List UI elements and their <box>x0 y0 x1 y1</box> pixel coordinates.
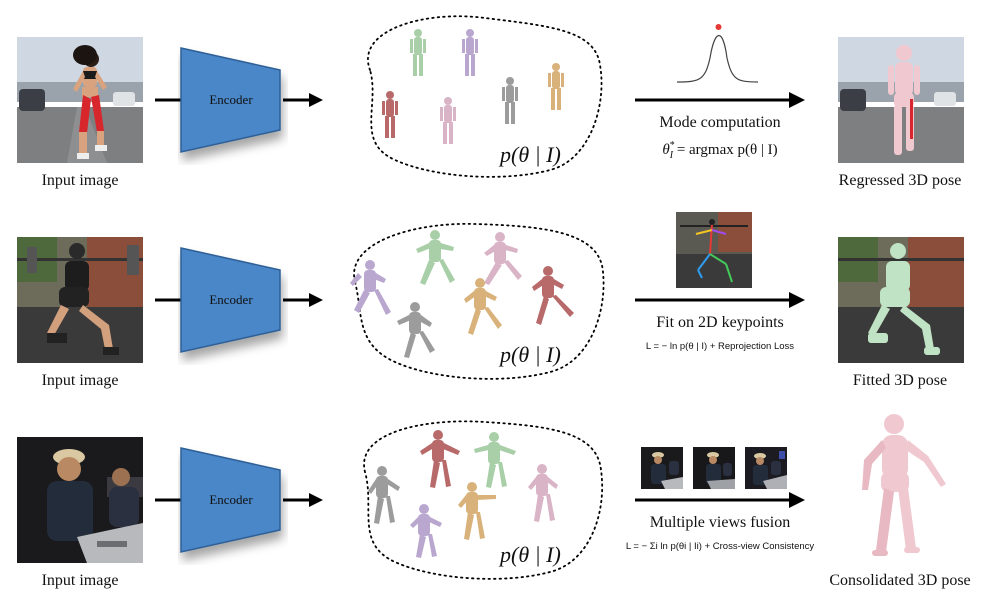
encoder-label: Encoder <box>209 492 253 507</box>
arrow-encoder-dist <box>283 293 323 307</box>
distribution-label: p(θ | I) <box>500 142 561 167</box>
pose-distribution-blob <box>363 420 603 580</box>
view-thumbnail <box>693 447 735 489</box>
pose-sample <box>440 97 456 144</box>
pose-sample <box>458 482 496 540</box>
input-label: Input image <box>41 172 119 189</box>
arrow-input-encoder <box>155 298 183 302</box>
pose-sample <box>350 260 391 315</box>
pose-sample <box>528 464 558 522</box>
output-label: Consolidated 3D pose <box>829 572 971 589</box>
pose-sample <box>420 430 460 488</box>
pose-samples <box>368 430 558 558</box>
method-formula: θ*I = argmax p(θ | I) <box>662 140 778 161</box>
input-image-lunge <box>17 237 143 363</box>
distribution-label: p(θ | I) <box>500 542 561 567</box>
output-image-regressed <box>838 37 964 163</box>
encoder-label: Encoder <box>209 292 253 307</box>
arrow-dist-output <box>635 492 805 508</box>
pose-sample <box>548 63 564 110</box>
pose-sample <box>410 504 442 558</box>
output-label: Regressed 3D pose <box>838 172 962 189</box>
pose-sample <box>462 29 478 76</box>
encoder-block <box>180 447 281 553</box>
pose-samples <box>350 230 574 358</box>
pose-samples <box>382 29 564 144</box>
arrow-dist-output <box>635 92 805 108</box>
pose-sample <box>382 91 398 138</box>
method-formula: L = − ln p(θ | I) + Reprojection Loss <box>645 341 795 352</box>
output-label: Fitted 3D pose <box>852 372 948 389</box>
method-label: Multiple views fusion <box>649 514 791 531</box>
pose-sample <box>368 466 400 524</box>
gaussian-curve-icon <box>676 24 759 83</box>
distribution-label: p(θ | I) <box>500 342 561 367</box>
pose-distribution-blob <box>367 15 603 178</box>
encoder-label: Encoder <box>209 92 253 107</box>
arrow-dist-output <box>635 292 805 308</box>
input-label: Input image <box>41 572 119 589</box>
keypoints-thumbnail <box>676 212 752 288</box>
arrow-encoder-dist <box>283 493 323 507</box>
view-thumbnail <box>641 447 683 489</box>
pose-sample <box>464 278 502 335</box>
method-label: Fit on 2D keypoints <box>656 314 784 331</box>
pose-sample <box>474 432 516 488</box>
input-image-dj <box>17 437 143 563</box>
arrow-input-encoder <box>155 498 183 502</box>
pose-sample <box>484 232 522 285</box>
pose-sample <box>502 77 518 124</box>
output-consolidated-mesh <box>862 414 946 556</box>
method-label: Mode computation <box>659 114 781 131</box>
pose-sample <box>416 230 455 285</box>
output-image-fitted <box>838 237 964 363</box>
arrow-encoder-dist <box>283 93 323 107</box>
encoder-block <box>180 47 281 153</box>
input-image-runner <box>17 37 143 163</box>
method-formula: L = − Σi ln p(θi | Ii) + Cross-view Cons… <box>625 541 815 552</box>
input-label: Input image <box>41 372 119 389</box>
encoder-block <box>180 247 281 353</box>
pose-sample <box>410 29 426 76</box>
pose-sample <box>397 302 435 358</box>
pose-sample <box>532 266 574 325</box>
pose-distribution-blob <box>353 223 605 380</box>
arrow-input-encoder <box>155 98 183 102</box>
view-thumbnail <box>745 447 787 489</box>
